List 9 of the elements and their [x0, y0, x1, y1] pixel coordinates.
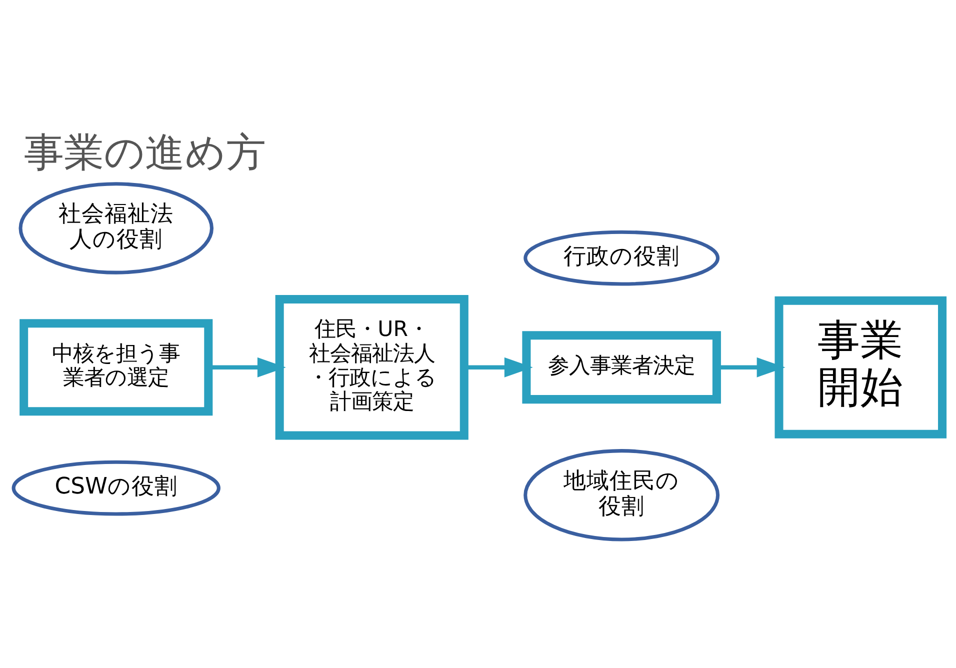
node-ellipse: 地域住民の役割 — [524, 449, 720, 542]
node-ellipse: 行政の役割 — [524, 230, 720, 286]
node-ellipse: 社会福祉法人の役割 — [18, 182, 214, 274]
node-box: 住民・UR・社会福祉法人・行政による計画策定 — [275, 294, 468, 440]
node-box: 事業開始 — [774, 296, 947, 438]
node-box: 参入事業者決定 — [522, 331, 721, 404]
node-ellipse: CSWの役割 — [12, 460, 220, 516]
node-box: 中核を担う事業者の選定 — [20, 319, 213, 416]
diagram-title: 事業の進め方 — [24, 130, 266, 176]
